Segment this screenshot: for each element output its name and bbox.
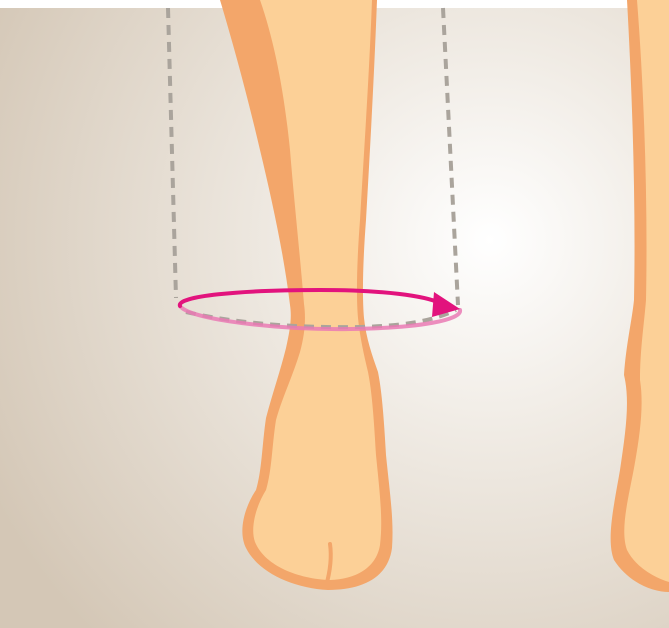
illustration-canvas bbox=[0, 0, 669, 628]
ankle-measurement-illustration bbox=[0, 0, 669, 628]
